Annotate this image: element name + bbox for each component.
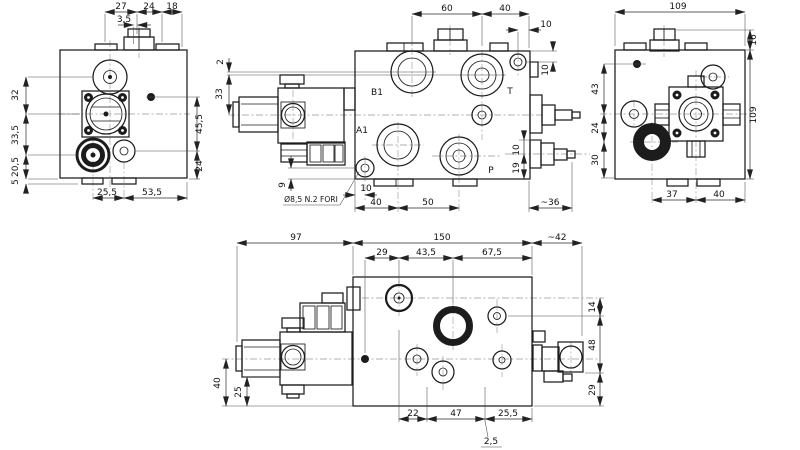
dim-front-40b: 40 (370, 198, 382, 208)
dim-bottom-48: 48 (588, 339, 598, 351)
dim-left-24b: 24 (195, 160, 205, 172)
dim-front-40: 40 (499, 4, 511, 14)
dim-right-109-top: 109 (669, 2, 686, 12)
dim-bottom-2-5: 2,5 (484, 437, 498, 447)
dim-left-3-5: 3,5 (117, 15, 131, 25)
dim-front-60: 60 (441, 4, 453, 14)
dim-bottom-97: 97 (290, 233, 301, 243)
dim-right-43: 43 (591, 83, 601, 94)
dim-bottom-22: 22 (407, 409, 418, 419)
dim-bottom-67-5: 67,5 (482, 248, 502, 258)
dim-bottom-47: 47 (450, 409, 461, 419)
dim-front-10-top: 10 (540, 20, 552, 30)
dim-left-5: 5 (11, 179, 21, 185)
dim-front-10c: 10 (512, 144, 522, 156)
dim-left-45-5: 45,5 (195, 114, 205, 134)
dim-bottom-42: ~42 (548, 233, 567, 243)
port-label-a1: A1 (356, 126, 368, 136)
dim-bottom-29: 29 (376, 248, 388, 258)
dim-left-32: 32 (11, 89, 21, 100)
port-label-b1: B1 (371, 88, 383, 98)
view-left-side: 27 24 18 3,5 32 33,5 20,5 5 45,5 24 25,5… (11, 2, 205, 201)
dim-bottom-25: 25 (234, 386, 244, 397)
dim-bottom-43-5: 43,5 (416, 248, 436, 258)
dim-front-19: 19 (512, 162, 522, 174)
dim-right-16: 16 (749, 34, 759, 46)
dim-bottom-14: 14 (588, 301, 598, 313)
dim-left-27: 27 (115, 2, 126, 12)
dim-right-30: 30 (591, 154, 601, 166)
view-bottom: 97 150 ~42 29 43,5 67,5 14 48 29 40 25 2… (213, 233, 604, 448)
dim-front-9: 9 (278, 182, 288, 188)
dim-front-10-hole: 10 (360, 184, 372, 194)
dim-right-24: 24 (591, 122, 601, 134)
dim-front-50: 50 (422, 198, 434, 208)
dim-left-20-5: 20,5 (11, 157, 21, 177)
dim-right-40: 40 (713, 190, 725, 200)
port-label-p: P (488, 166, 494, 176)
dim-front-10-right: 10 (541, 64, 551, 76)
dim-right-37: 37 (666, 190, 677, 200)
dim-bottom-150: 150 (433, 233, 450, 243)
dim-left-24: 24 (143, 2, 155, 12)
dim-left-25-5: 25,5 (97, 188, 117, 198)
dim-bottom-29b: 29 (588, 384, 598, 396)
dim-front-33: 33 (215, 88, 225, 99)
dim-front-36: ~36 (541, 198, 560, 208)
dim-left-33-5: 33,5 (11, 125, 21, 145)
dim-right-109-side: 109 (749, 106, 759, 123)
dim-bottom-25-5: 25,5 (498, 409, 518, 419)
view-right-side: 109 16 109 43 24 30 37 40 (591, 2, 759, 205)
view-front: 60 40 10 10 2 33 9 10 40 50 ~36 10 19 B1… (215, 4, 590, 212)
dim-bottom-40: 40 (213, 377, 223, 389)
dim-left-53-5: 53,5 (142, 188, 162, 198)
port-label-t: T (506, 87, 513, 97)
note-hole-spec: Ø8,5 N.2 FORI (284, 195, 338, 204)
dim-front-2: 2 (216, 59, 226, 65)
dim-left-18: 18 (166, 2, 178, 12)
